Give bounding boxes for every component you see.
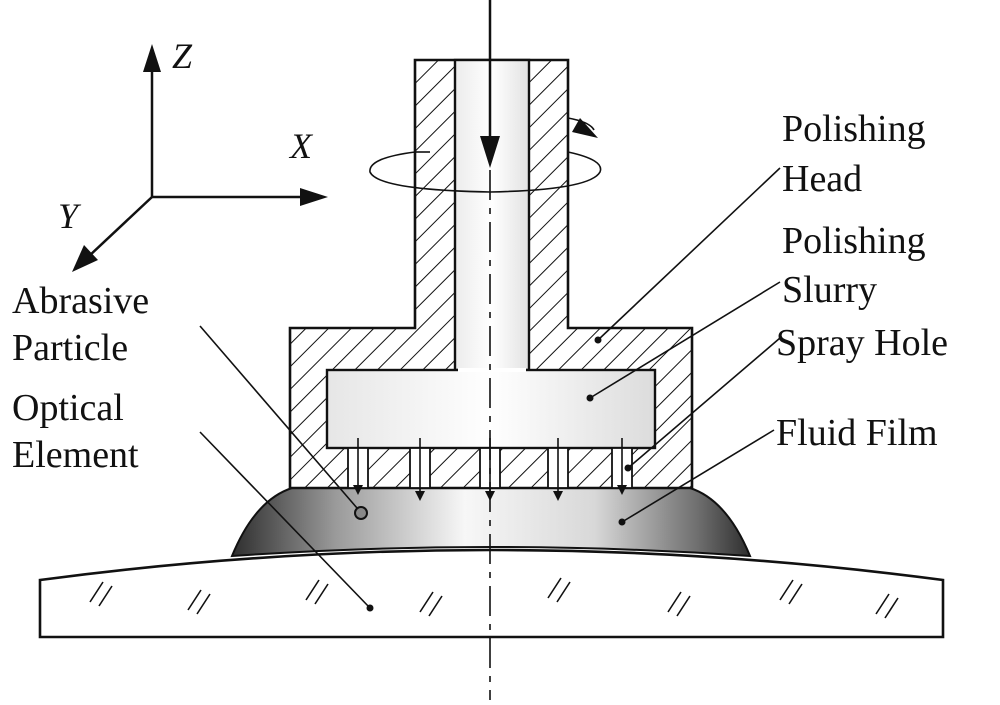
rotation-arrowhead (572, 118, 598, 138)
optical-element-body (38, 548, 945, 639)
polishing-head (288, 58, 694, 501)
rotation-arrow (369, 117, 602, 193)
label-fluid-film: Fluid Film (776, 412, 938, 454)
label-polishing-slurry-line2: Slurry (782, 269, 877, 311)
z-axis-label: Z (172, 36, 193, 76)
leader-abrasive-particle (199, 325, 358, 509)
leader-lines (199, 167, 781, 609)
y-axis-line (87, 196, 153, 258)
abrasive-particle (354, 506, 368, 520)
leader-optical-element (199, 431, 371, 609)
leader-polishing-head (597, 167, 781, 341)
glass-hatch-marks (89, 577, 899, 619)
x-axis-arrowhead (300, 188, 328, 206)
label-spray-hole: Spray Hole (776, 322, 948, 364)
slurry-chamber (325, 368, 657, 450)
label-polishing-head-line1: Polishing (782, 108, 926, 150)
label-abrasive-particle-line1: Abrasive (12, 280, 149, 322)
leader-polishing-slurry (589, 281, 781, 399)
label-polishing-head-line2: Head (782, 158, 862, 200)
label-abrasive-particle-line2: Particle (12, 327, 128, 369)
central-bore (453, 58, 531, 372)
z-axis-arrowhead (143, 44, 161, 72)
x-axis-label: X (288, 126, 314, 166)
leader-fluid-film (621, 429, 775, 523)
leader-spray-hole (627, 337, 781, 469)
feed-arrowhead (480, 136, 500, 168)
label-optical-element-line2: Element (12, 434, 139, 476)
label-optical-element-line1: Optical (12, 387, 124, 429)
y-axis-arrowhead (72, 245, 98, 272)
fluid-film (230, 487, 752, 558)
y-axis-label: Y (58, 196, 82, 236)
leader-dots (366, 336, 632, 612)
optical-element (38, 548, 945, 639)
coordinate-axes: Z X Y (58, 36, 328, 272)
label-polishing-slurry-line1: Polishing (782, 220, 926, 262)
